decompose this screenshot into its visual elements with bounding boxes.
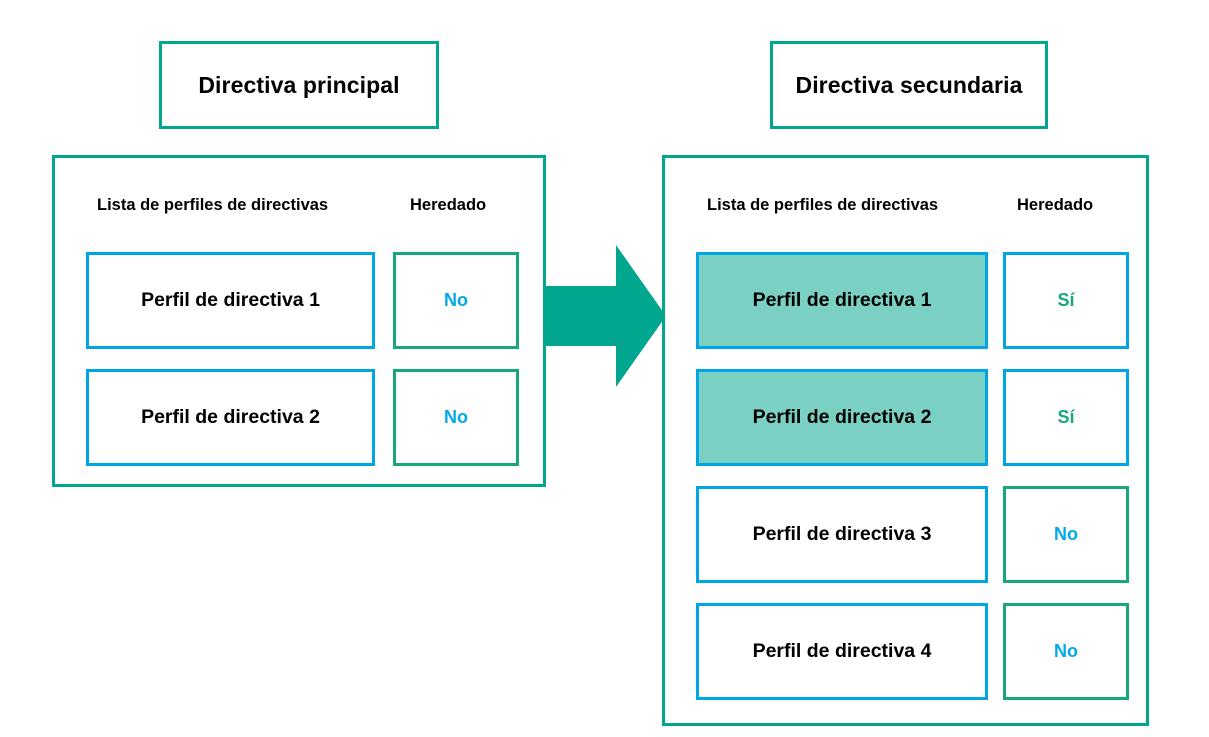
secondary-profile-box-3[interactable]: Perfil de directiva 3 bbox=[696, 486, 988, 583]
secondary-column-header-list: Lista de perfiles de directivas bbox=[707, 196, 939, 214]
primary-column-header-inherited: Heredado bbox=[410, 196, 487, 214]
table-row: Perfil de directiva 3 No bbox=[665, 486, 1146, 583]
secondary-profile-label-2: Perfil de directiva 2 bbox=[752, 406, 932, 428]
primary-policy-title-text: Directiva principal bbox=[198, 71, 400, 98]
primary-policy-title-box: Directiva principal bbox=[159, 41, 439, 129]
primary-column-header-list: Lista de perfiles de directivas bbox=[97, 196, 329, 214]
primary-inherited-label-1: No bbox=[444, 290, 468, 310]
table-row: Perfil de directiva 1 No bbox=[55, 252, 543, 349]
secondary-inherited-box-1[interactable]: Sí bbox=[1003, 252, 1129, 349]
secondary-profile-box-2[interactable]: Perfil de directiva 2 bbox=[696, 369, 988, 466]
secondary-profile-label-4: Perfil de directiva 4 bbox=[752, 640, 932, 662]
secondary-profile-label-3: Perfil de directiva 3 bbox=[752, 523, 932, 545]
secondary-column-headers: Lista de perfiles de directivas Heredado bbox=[665, 196, 1146, 222]
primary-profile-label-1: Perfil de directiva 1 bbox=[141, 289, 320, 311]
secondary-rows: Perfil de directiva 1 Sí Perfil de direc… bbox=[665, 252, 1146, 700]
primary-policy-panel: Lista de perfiles de directivas Heredado… bbox=[52, 155, 546, 487]
primary-inherited-box-1[interactable]: No bbox=[393, 252, 519, 349]
primary-rows: Perfil de directiva 1 No Perfil de direc… bbox=[55, 252, 543, 466]
secondary-column-header-inherited: Heredado bbox=[1017, 196, 1094, 214]
secondary-policy-title-text: Directiva secundaria bbox=[795, 71, 1023, 98]
secondary-inherited-label-1: Sí bbox=[1057, 290, 1075, 310]
arrow-right-icon bbox=[546, 245, 666, 387]
primary-profile-box-1[interactable]: Perfil de directiva 1 bbox=[86, 252, 375, 349]
primary-inherited-label-2: No bbox=[444, 407, 468, 427]
secondary-policy-title-box: Directiva secundaria bbox=[770, 41, 1048, 129]
secondary-inherited-box-4[interactable]: No bbox=[1003, 603, 1129, 700]
table-row: Perfil de directiva 2 No bbox=[55, 369, 543, 466]
secondary-profile-label-1: Perfil de directiva 1 bbox=[752, 289, 932, 311]
secondary-profile-box-4[interactable]: Perfil de directiva 4 bbox=[696, 603, 988, 700]
table-row: Perfil de directiva 1 Sí bbox=[665, 252, 1146, 349]
secondary-inherited-label-4: No bbox=[1054, 641, 1078, 661]
secondary-inherited-label-3: No bbox=[1054, 524, 1078, 544]
secondary-policy-panel: Lista de perfiles de directivas Heredado… bbox=[662, 155, 1149, 726]
secondary-inherited-box-3[interactable]: No bbox=[1003, 486, 1129, 583]
primary-column-headers: Lista de perfiles de directivas Heredado bbox=[55, 196, 543, 222]
primary-inherited-box-2[interactable]: No bbox=[393, 369, 519, 466]
primary-profile-box-2[interactable]: Perfil de directiva 2 bbox=[86, 369, 375, 466]
table-row: Perfil de directiva 2 Sí bbox=[665, 369, 1146, 466]
secondary-inherited-box-2[interactable]: Sí bbox=[1003, 369, 1129, 466]
table-row: Perfil de directiva 4 No bbox=[665, 603, 1146, 700]
secondary-inherited-label-2: Sí bbox=[1057, 407, 1075, 427]
secondary-profile-box-1[interactable]: Perfil de directiva 1 bbox=[696, 252, 988, 349]
primary-profile-label-2: Perfil de directiva 2 bbox=[141, 406, 320, 428]
